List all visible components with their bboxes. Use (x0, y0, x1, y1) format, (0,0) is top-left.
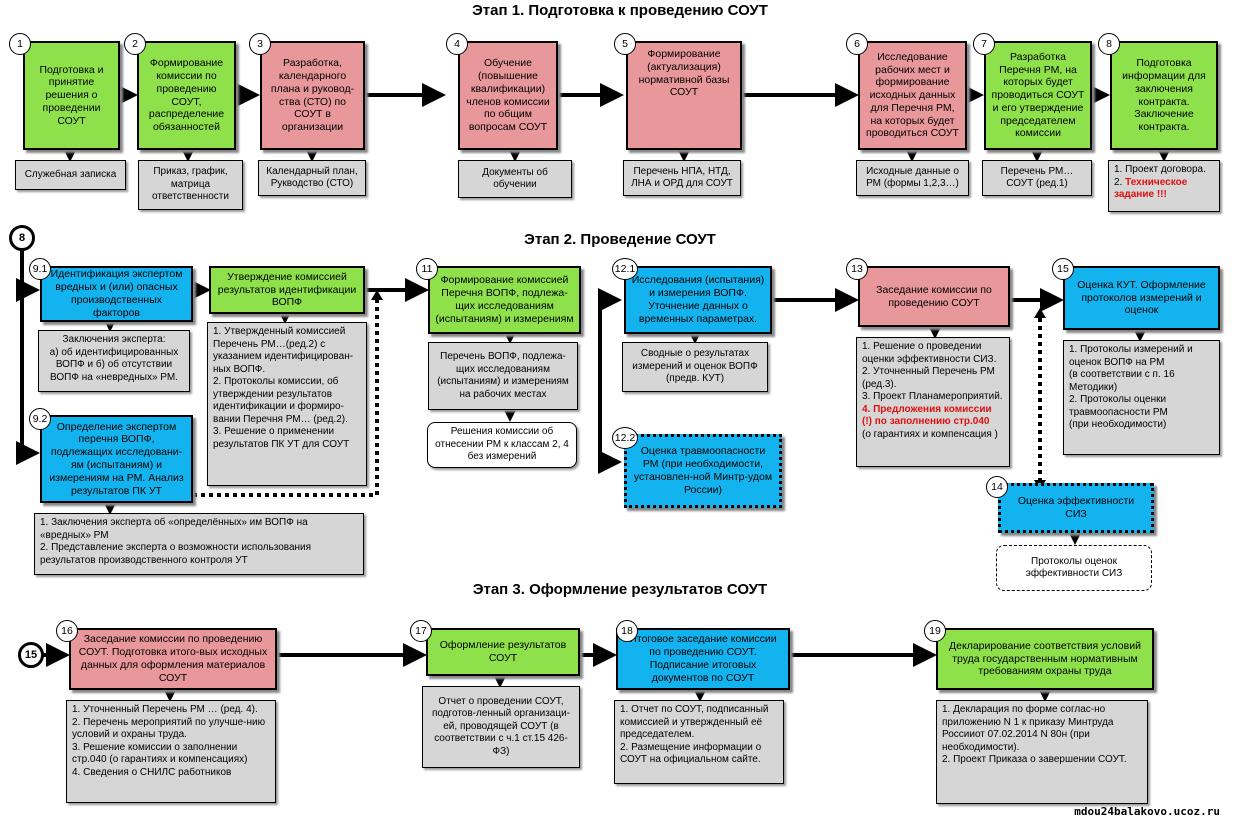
step-12-1-doc: Сводные о результатах измерений и оценок… (622, 342, 768, 392)
step-4-doc: Документы об обучении (458, 160, 572, 198)
step-13-number: 13 (846, 258, 868, 280)
step-7-box[interactable]: Разработка Перечня РМ, на которых будет … (984, 41, 1092, 150)
step-1-number: 1 (9, 33, 31, 55)
step-16-doc-line: 1. Уточненный Перечень РМ … (ред. 4). (72, 704, 258, 715)
step-10-doc: 1. Утвержденный комиссией Перечень РМ…(р… (207, 322, 367, 486)
step-3-box[interactable]: Разработка, календарного плана и руковод… (260, 41, 365, 150)
stage3-title: Этап 3. Оформление результатов СОУТ (472, 581, 768, 598)
step-4-box[interactable]: Обучение (повышение квалификации) членов… (458, 41, 558, 150)
step-9-1-doc-line: а) об идентифицированных ВОПФ и б) об от… (49, 346, 179, 383)
step-6-number: 6 (846, 33, 868, 55)
step-14-number: 14 (986, 476, 1008, 498)
step-19-box[interactable]: Декларирование соответствия условий труд… (936, 628, 1154, 690)
step-13-doc-line: 3. Проект Планамероприятий. (862, 391, 1003, 402)
step-6-doc: Исходные данные о РМ (формы 1,2,3…) (856, 160, 969, 196)
step-9-2-number: 9.2 (29, 408, 51, 430)
step-13-doc-highlight: 4. Предложения комиссии (!) по заполнени… (862, 403, 992, 428)
step-19-doc-line: 1. Декларация по форме соглас-но приложе… (942, 704, 1114, 753)
step-9-2-box[interactable]: Определение экспертом перечня ВОПФ, подл… (40, 415, 193, 503)
step-6-box[interactable]: Исследование рабочих мест и формирование… (858, 41, 967, 150)
step-13-doc-line: 2. Уточненный Перечень РМ (ред.3). (862, 366, 995, 390)
step-11-doc: Перечень ВОПФ, подлежа-щих исследованиям… (428, 342, 578, 410)
step-13-box[interactable]: Заседание комиссии по проведению СОУТ (858, 266, 1010, 327)
step-13-doc: 1. Решение о проведении оценки эффективн… (856, 337, 1010, 467)
step-16-doc-line: 3. Решение комиссии о заполнении стр.040… (72, 741, 248, 766)
step-9-1-number: 9.1 (29, 258, 51, 280)
step-8-box[interactable]: Подготовка информации для заключения кон… (1110, 41, 1218, 150)
step-9-1-doc: Заключения эксперта: а) об идентифициров… (38, 330, 190, 392)
step-15-doc-line: (в соответствии с п. 16 Методики) (1069, 369, 1175, 393)
step-15-doc-line: 2. Протоколы оценки травмоопасности РМ (1069, 394, 1168, 418)
step-15-doc-line: 1. Протоколы измерений и оценок ВОПФ на … (1069, 344, 1193, 368)
stage3-start-node: 15 (18, 642, 44, 668)
step-14-box[interactable]: Оценка эффективности СИЗ (998, 483, 1154, 533)
step-9-2-doc-line: 1. Заключения эксперта об «определённых»… (40, 517, 308, 541)
step-15-box[interactable]: Оценка КУТ. Оформление протоколов измере… (1063, 266, 1220, 330)
step-5-number: 5 (614, 33, 636, 55)
step-8-doc-prefix: 2. (1114, 176, 1126, 188)
step-18-box[interactable]: Итоговое заседание комиссии по проведени… (616, 628, 790, 690)
step-8-number: 8 (1098, 33, 1120, 55)
step-1-doc: Служебная записка (15, 160, 126, 190)
step-3-doc: Календарный план, Рукводство (СТО) (258, 160, 366, 196)
step-18-number: 18 (616, 620, 638, 642)
step-16-box[interactable]: Заседание комиссии по проведению СОУТ. П… (69, 628, 277, 690)
step-9-1-doc-line: Заключения эксперта: (62, 334, 166, 345)
step-11-box[interactable]: Формирование комиссией Перечня ВОПФ, под… (428, 266, 581, 334)
step-12-1-box[interactable]: Исследования (испытания) и измерения ВОП… (624, 266, 772, 334)
step-5-box[interactable]: Формирование (актуализация) нормативной … (626, 41, 742, 150)
step-3-number: 3 (249, 33, 271, 55)
stage1-title: Этап 1. Подготовка к проведению СОУТ (472, 2, 768, 19)
step-16-doc: 1. Уточненный Перечень РМ … (ред. 4). 2.… (66, 700, 276, 803)
step-2-doc: Приказ, график, матрица ответственности (138, 160, 243, 210)
step-8-doc-line1: 1. Проект договора. (1114, 164, 1206, 175)
step-10-doc-line: 2. Протоколы комиссии, об утверждении ре… (213, 376, 348, 425)
step-12-1-number: 12.1 (612, 258, 638, 280)
step-11-decision: Решения комиссии об отнесении РМ к класс… (427, 422, 577, 468)
step-12-2-number: 12.2 (612, 427, 638, 449)
step-9-1-box[interactable]: Идентификация экспертом вредных и (или) … (40, 266, 193, 322)
step-17-box[interactable]: Оформление результатов СОУТ (426, 628, 580, 676)
step-10-box[interactable]: Утверждение комиссией результатов иденти… (209, 266, 365, 314)
stage2-title: Этап 2. Проведение СОУТ (524, 231, 716, 248)
step-15-number: 15 (1052, 258, 1074, 280)
step-1-box[interactable]: Подготовка и принятие решения о проведен… (23, 41, 120, 150)
step-7-number: 7 (973, 33, 995, 55)
step-17-number: 17 (410, 620, 432, 642)
step-15-doc-line: (при необходимости) (1069, 419, 1167, 430)
step-18-doc-line: 1. Отчет по СОУТ, подписанный комиссией … (620, 704, 769, 740)
step-8-doc-highlight: Техническое задание !!! (1114, 176, 1188, 201)
step-19-doc-line: 2. Проект Приказа о завершении СОУТ. (942, 754, 1127, 765)
step-17-doc: Отчет о проведении СОУТ, подготов-ленный… (422, 686, 580, 768)
step-13-doc-line: (о гарантиях и компенсация ) (862, 428, 998, 440)
step-14-doc: Протоколы оценок эффективности СИЗ (996, 545, 1152, 591)
step-11-number: 11 (416, 258, 438, 280)
step-18-doc-line: 2. Размещение информации о СОУТ на офици… (620, 741, 762, 766)
step-8-doc-line2: 2. Техническое задание !!! (1114, 177, 1214, 202)
step-4-number: 4 (446, 33, 468, 55)
stage2-start-node: 8 (9, 225, 35, 251)
step-15-doc: 1. Протоколы измерений и оценок ВОПФ на … (1063, 340, 1220, 455)
step-2-number: 2 (124, 33, 146, 55)
step-16-doc-line: 4. Сведения о СНИЛС работников (72, 766, 232, 778)
step-19-number: 19 (924, 620, 946, 642)
step-8-doc: 1. Проект договора. 2. Техническое задан… (1108, 160, 1220, 212)
step-16-number: 16 (56, 620, 78, 642)
step-2-box[interactable]: Формирование комиссии по проведению СОУТ… (137, 41, 236, 150)
step-7-doc: Перечень РМ…СОУТ (ред.1) (982, 160, 1092, 196)
step-19-doc: 1. Декларация по форме соглас-но приложе… (936, 700, 1148, 804)
step-5-doc: Перечень НПА, НТД, ЛНА и ОРД для СОУТ (623, 160, 741, 196)
step-12-2-box[interactable]: Оценка травмоопасности РМ (при необходим… (624, 434, 782, 508)
step-10-doc-line: 1. Утвержденный комиссией Перечень РМ…(р… (213, 326, 354, 375)
step-9-2-doc-line: 2. Представление эксперта о возможности … (40, 542, 312, 566)
step-9-2-doc: 1. Заключения эксперта об «определённых»… (34, 513, 364, 575)
site-url-footer[interactable]: mdou24balakovo.ucoz.ru (1074, 805, 1220, 818)
step-13-doc-line: 1. Решение о проведении оценки эффективн… (862, 341, 997, 365)
step-16-doc-line: 2. Перечень мероприятий по улучше-нию ус… (72, 716, 266, 741)
step-18-doc: 1. Отчет по СОУТ, подписанный комиссией … (614, 700, 784, 784)
step-10-doc-line: 3. Решение о применении результатов ПК У… (213, 426, 350, 450)
